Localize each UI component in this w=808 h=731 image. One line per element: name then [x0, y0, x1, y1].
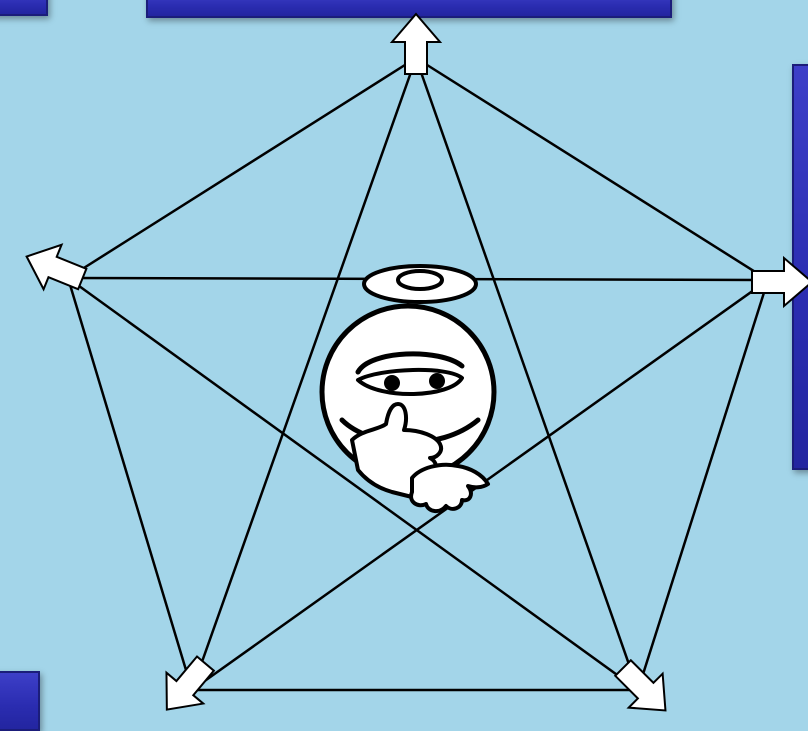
outward-arrow-icon	[148, 648, 223, 721]
face-eye-band	[358, 370, 462, 394]
outward-arrow-icon	[18, 234, 92, 301]
face-left-eye	[384, 375, 400, 391]
outward-arrow-icon	[392, 14, 440, 74]
pentagon-edge-bottom-left	[68, 278, 192, 690]
pentagon-edge-right-bottom	[638, 280, 768, 690]
pentagon-edge-left-top	[68, 58, 416, 278]
outward-arrow-icon	[752, 258, 808, 306]
face-right-eye	[429, 373, 445, 389]
thinking-face-icon	[322, 266, 494, 511]
face-hat-inner-ring	[398, 271, 442, 289]
outward-arrow-icon	[606, 651, 682, 721]
pentagon-edge-top-right	[416, 58, 768, 280]
face-fingers	[411, 465, 488, 511]
